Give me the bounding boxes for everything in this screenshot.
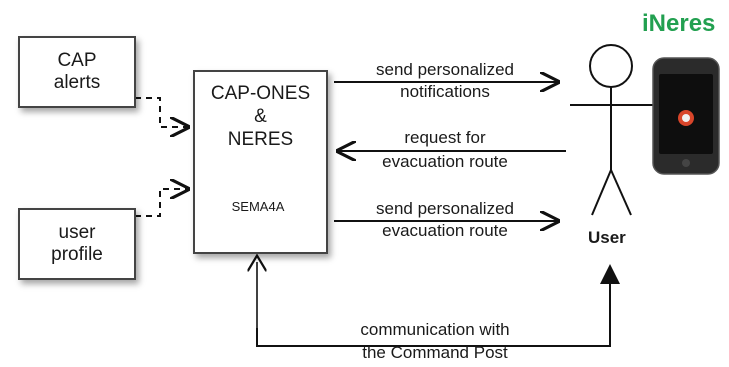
notify-label: send personalized notifications [345, 60, 545, 102]
cap-alerts-box: CAP alerts [18, 36, 136, 108]
request-label: request for evacuation route [345, 128, 545, 172]
request-label-line2: evacuation route [382, 152, 508, 171]
user-profile-connector [135, 189, 188, 217]
cap-ones-neres-box: CAP-ONES & NERES [193, 70, 328, 254]
route-label-line1: send personalized [376, 199, 514, 218]
command-post-label-line2: the Command Post [362, 343, 508, 362]
center-title-line3: NERES [227, 129, 294, 150]
user-profile-line2: profile [51, 244, 103, 265]
request-label-line1: request for [404, 128, 486, 147]
center-title-line1: CAP-ONES [210, 83, 311, 104]
center-title-line2: & [254, 106, 267, 127]
user-profile-line1: user [58, 222, 96, 243]
cap-alerts-line1: CAP [57, 50, 97, 71]
app-name: iNeres [642, 10, 716, 37]
command-post-label-line1: communication with [360, 320, 510, 339]
phone-icon [652, 57, 720, 175]
database-label: SEMA4A [231, 199, 285, 214]
route-label-line2: evacuation route [382, 221, 508, 240]
user-label: User [588, 228, 626, 247]
command-post-loop [256, 318, 611, 347]
notify-label-line2: notifications [400, 82, 490, 101]
cap-alerts-line2: alerts [53, 72, 101, 93]
notify-label-line1: send personalized [376, 60, 514, 79]
user-profile-box: user profile [18, 208, 136, 280]
route-label: send personalized evacuation route [345, 199, 545, 241]
cap-alerts-connector [135, 97, 188, 127]
command-post-label: communication with the Command Post [320, 320, 550, 363]
user-figure [570, 44, 655, 216]
